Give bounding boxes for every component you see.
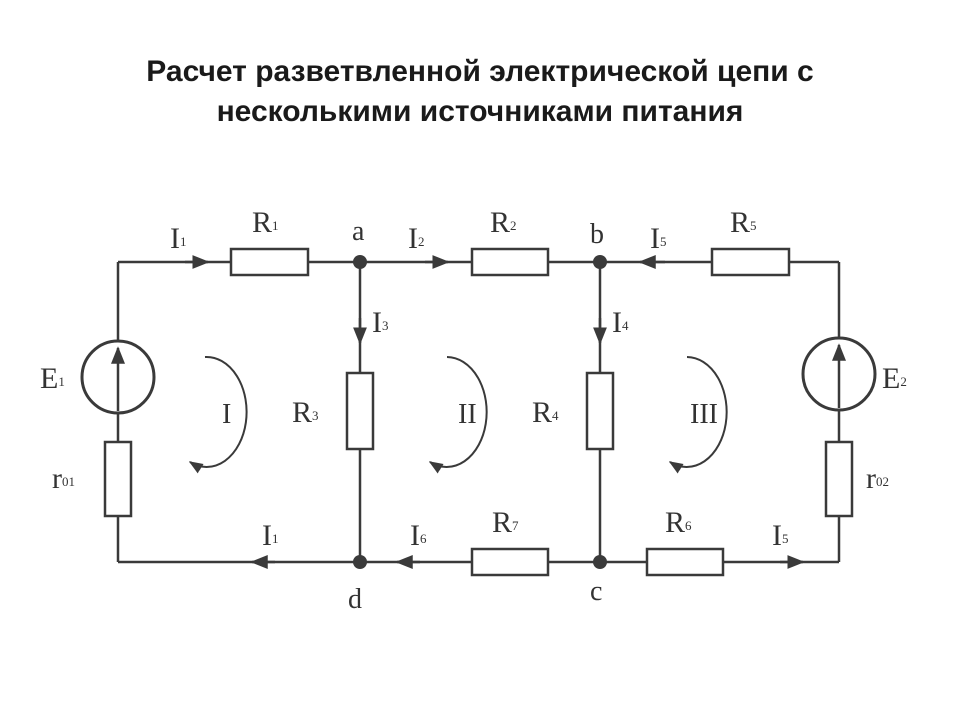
node-d-label: d [348,584,362,615]
label-r6: R6 [665,506,692,539]
label-i1-top: I1 [170,222,187,255]
resistor-r01 [103,440,133,518]
node-b-label: b [590,219,604,250]
node-a-label: a [352,216,365,247]
label-i2: I2 [408,222,425,255]
node-a-dot [353,255,367,269]
loop-3-label: III [690,399,718,430]
title-line-1: Расчет разветвленной электрической цепи … [146,55,814,88]
node-d-dot [353,555,367,569]
resistor-r5 [710,247,791,277]
resistor-r02 [824,440,854,518]
label-r7: R7 [492,506,519,539]
loop-arrows [188,355,728,474]
current-arrows [185,255,805,569]
resistor-r7 [470,547,550,577]
label-r4: R4 [532,396,559,429]
loop-1-label: I [222,399,231,430]
node-c-dot [593,555,607,569]
resistor-r3 [345,371,375,451]
label-r02: r02 [866,462,889,495]
source-e2 [801,336,877,412]
loop-3-arrow-icon [668,356,728,474]
label-e2: E2 [882,362,907,395]
label-i4: I4 [612,306,629,339]
resistor-r1 [229,247,310,277]
slide-title: Расчет разветвленной электрической цепи … [0,52,960,132]
loop-1-arrow-icon [188,355,248,474]
label-r01: r01 [52,462,75,495]
resistors [103,247,854,577]
node-c-label: c [590,576,602,607]
label-r2: R2 [490,206,517,239]
node-b-dot [593,255,607,269]
label-i5-bottom: I5 [772,519,789,552]
loop-2-label: II [458,399,477,430]
loop-2-arrow-icon [428,356,488,474]
label-r5: R5 [730,206,757,239]
label-i1-bottom: I1 [262,519,279,552]
label-e1: E1 [40,362,65,395]
resistor-r4 [585,371,615,451]
title-line-2: несколькими источниками питания [216,95,744,128]
resistor-r6 [645,547,725,577]
label-i3: I3 [372,306,389,339]
label-i6: I6 [410,519,427,552]
label-r3: R3 [292,396,319,429]
source-e1 [80,339,156,415]
resistor-r2 [470,247,550,277]
label-r1: R1 [252,206,279,239]
junction-nodes [353,255,607,569]
label-i5-top: I5 [650,222,667,255]
